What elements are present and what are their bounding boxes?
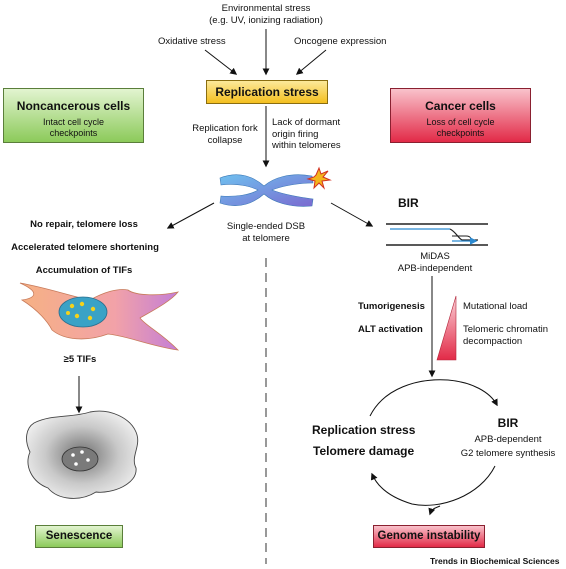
senescence-box: Senescence: [35, 525, 123, 548]
fork-collapse-label: Replication fork collapse: [185, 123, 265, 146]
cell-with-tifs-icon: [19, 282, 180, 351]
no-repair-label: No repair, telomere loss: [30, 219, 138, 230]
journal-credit: Trends in Biochemical Sciences: [430, 556, 560, 566]
cancer-cells-box: Cancer cells Loss of cell cycle checkpoi…: [390, 88, 531, 143]
replication-stress-title: Replication stress: [215, 85, 319, 99]
chromatin-line1: Telomeric chromatin: [463, 324, 548, 335]
bir-top-label: BIR: [398, 196, 419, 210]
fork-collapse-line1: Replication fork: [192, 123, 258, 134]
noncancerous-subtitle-line1: Intact cell cycle: [42, 117, 105, 127]
noncancerous-cells-box: Noncancerous cells Intact cell cycle che…: [3, 88, 144, 143]
oxidative-stress-label: Oxidative stress: [158, 36, 226, 47]
genome-instability-title: Genome instability: [377, 530, 481, 542]
dormant-origin-line1: Lack of dormant: [272, 117, 341, 128]
oncogene-expression-label: Oncogene expression: [294, 36, 387, 47]
accelerated-shortening-label: Accelerated telomere shortening: [11, 242, 159, 253]
dormant-origin-line3: within telomeres: [272, 140, 341, 151]
dormant-origin-line2: origin firing: [272, 128, 319, 140]
mutational-load-label: Mutational load: [463, 301, 528, 312]
arrow-oncogene-to-replication: [295, 49, 327, 75]
arrow-cycle-to-instability: [428, 505, 441, 516]
wedge-gradient-icon: [436, 295, 457, 361]
environmental-stress-line2: (e.g. UV, ionizing radiation): [209, 14, 323, 26]
apb-dependent-label: APB-dependent: [474, 434, 542, 445]
accumulation-tifs-label: Accumulation of TIFs: [35, 265, 133, 276]
g2-synthesis-label: G2 telomere synthesis: [460, 448, 556, 459]
dormant-origin-label: Lack of dormant origin firing within tel…: [272, 117, 341, 152]
arrow-oxidative-to-replication: [204, 49, 238, 75]
fork-collapse-line2: collapse: [207, 134, 243, 146]
dsb-line2: at telomere: [242, 232, 290, 244]
bir-dna-icon: [386, 223, 488, 246]
midas-label: MiDAS APB-independent: [395, 251, 475, 274]
cycle-arrow-top: [369, 379, 498, 417]
chromosome-icon: [219, 166, 332, 207]
senescence-title: Senescence: [45, 530, 113, 542]
noncancerous-subtitle-line2: checkpoints: [49, 128, 98, 138]
dsb-line1: Single-ended DSB: [226, 221, 306, 232]
dsb-label: Single-ended DSB at telomere: [216, 221, 316, 244]
tumorigenesis-label: Tumorigenesis: [358, 301, 425, 312]
apb-independent-text: APB-independent: [397, 262, 473, 274]
arrow-to-cancer-path: [330, 202, 374, 227]
cycle-arrow-bottom: [370, 465, 496, 506]
chromatin-line2: decompaction: [463, 335, 523, 347]
genome-instability-box: Genome instability: [373, 525, 485, 548]
cancer-subtitle-line1: Loss of cell cycle: [426, 117, 495, 127]
cancer-subtitle-line2: checkpoints: [436, 128, 485, 138]
arrow-to-noncancerous-path: [166, 202, 215, 229]
chromatin-decompaction-label: Telomeric chromatin decompaction: [463, 324, 548, 347]
cycle-replication-stress-label: Replication stress: [312, 423, 416, 437]
cancer-title: Cancer cells: [425, 99, 496, 113]
alt-activation-label: ALT activation: [358, 324, 423, 335]
replication-stress-box: Replication stress: [206, 80, 328, 104]
cycle-bir-label: BIR: [497, 416, 519, 430]
midas-text: MiDAS: [420, 251, 450, 262]
environmental-stress-line1: Environmental stress: [221, 3, 311, 14]
cycle-telomere-damage-label: Telomere damage: [313, 444, 415, 458]
noncancerous-title: Noncancerous cells: [16, 99, 131, 113]
senescent-cell-icon: [26, 410, 139, 499]
tif-threshold-label: ≥5 TIFs: [63, 354, 97, 365]
environmental-stress-label: Environmental stress (e.g. UV, ionizing …: [186, 3, 346, 26]
